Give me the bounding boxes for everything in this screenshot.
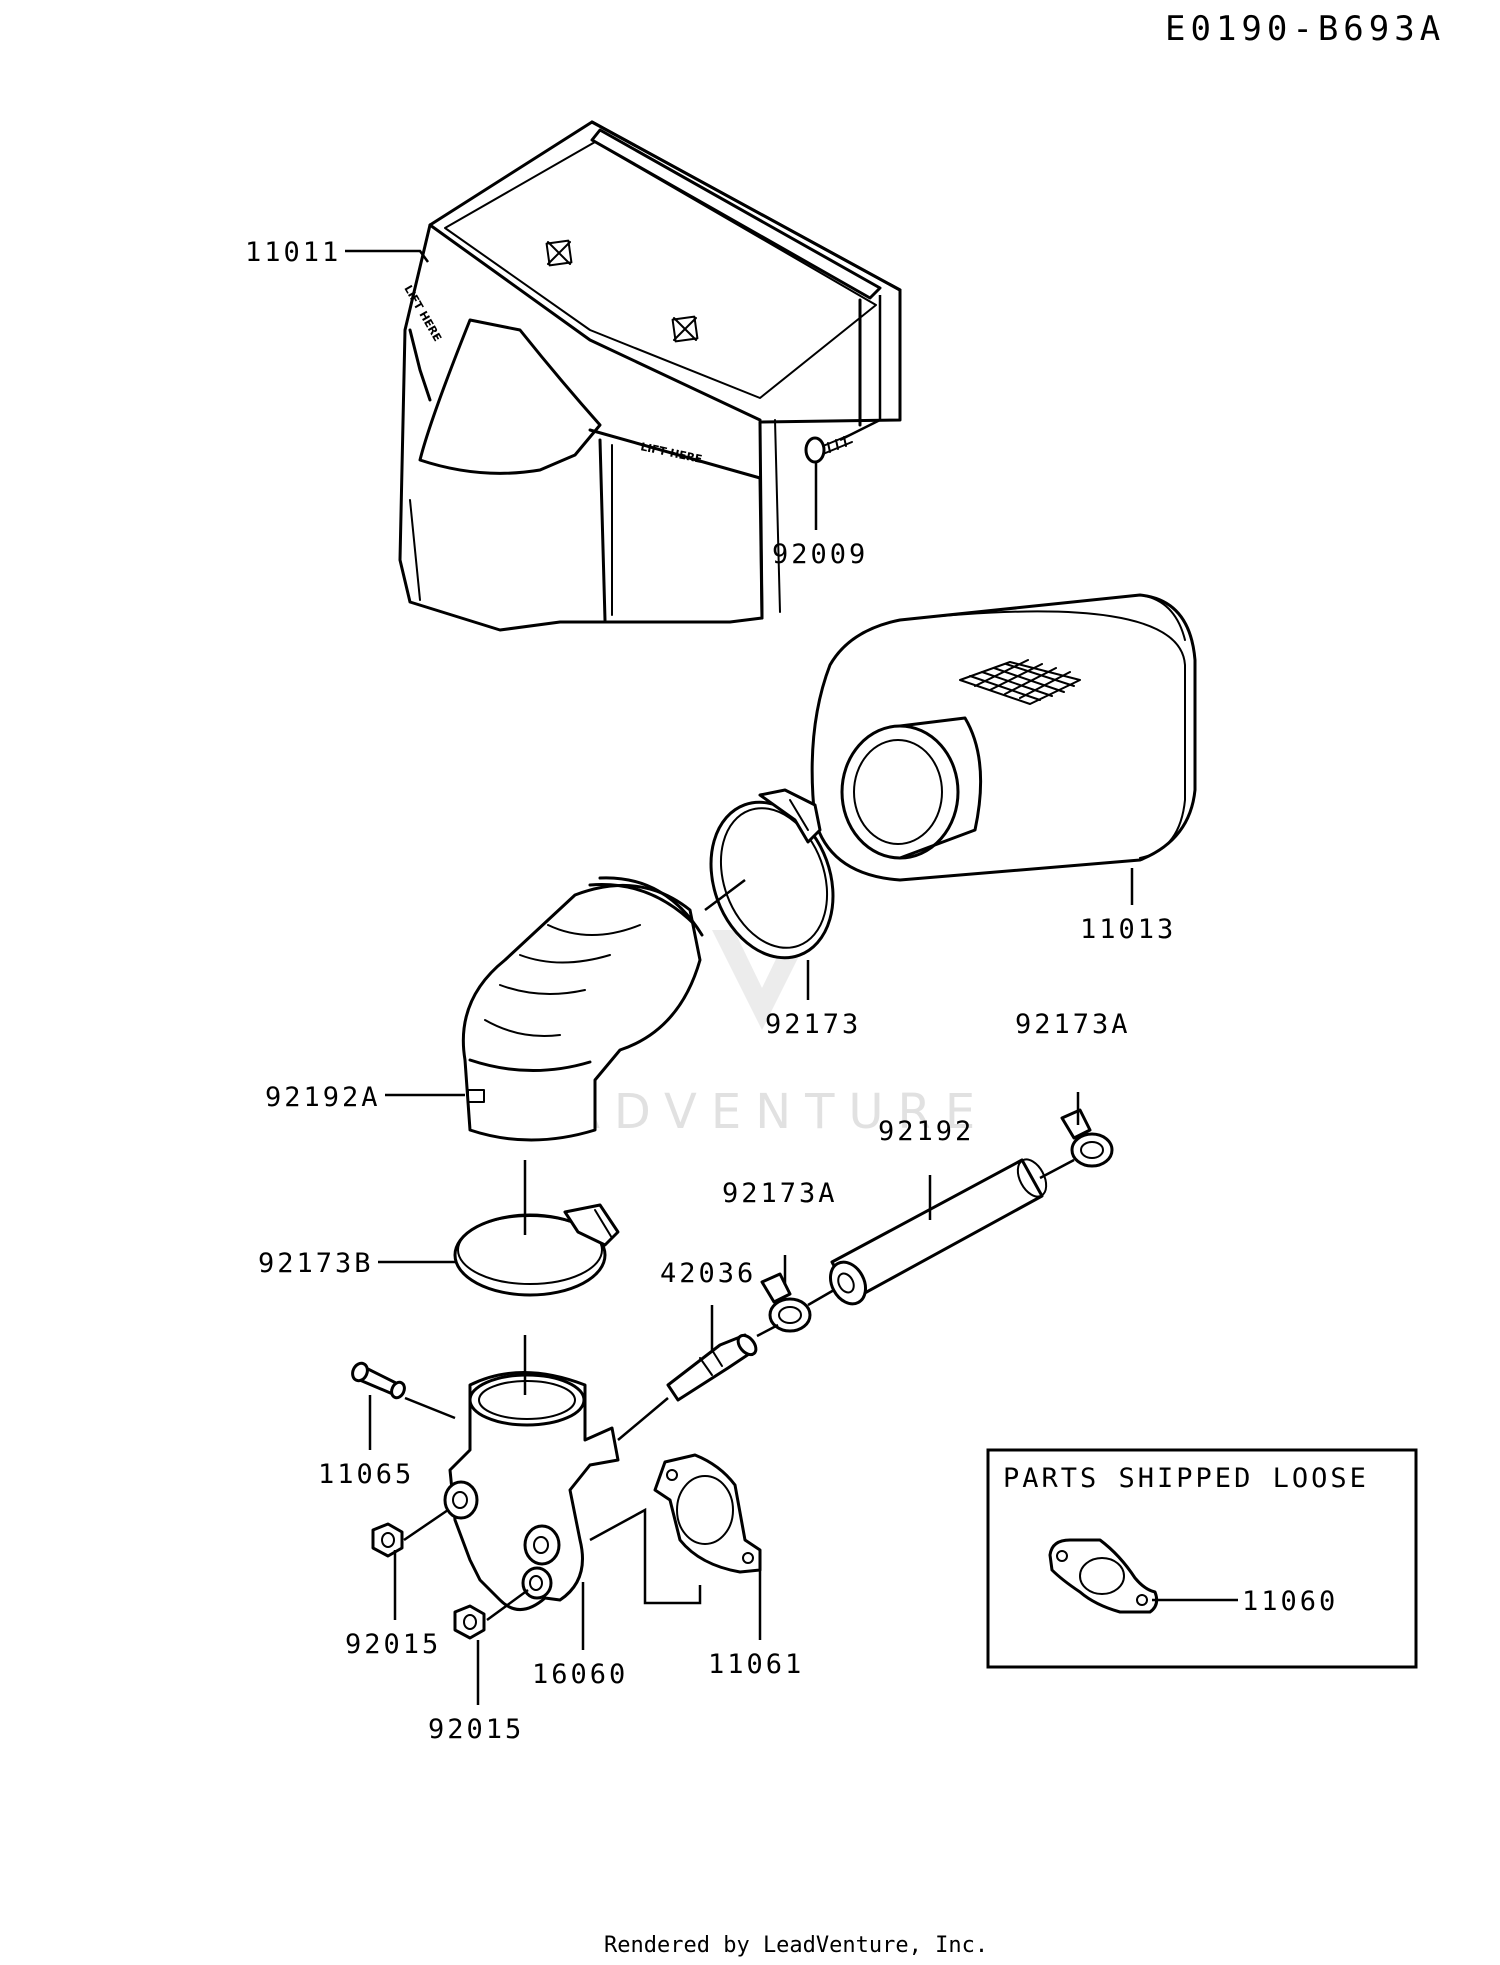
assembly-lines — [403, 295, 1075, 1622]
parts-shipped-loose-box: PARTS SHIPPED LOOSE 11060 — [986, 1448, 1418, 1669]
part-clamp-92173[interactable] — [690, 785, 854, 975]
part-air-filter-element[interactable] — [810, 593, 1197, 882]
part-air-cleaner-housing[interactable]: LIFT HERE LIFT HERE — [398, 120, 902, 632]
diagram-code: E0190-B693A — [1165, 9, 1445, 49]
label-92009[interactable]: 92009 — [772, 539, 868, 570]
part-intake-joint[interactable] — [443, 1371, 620, 1611]
label-42036[interactable]: 42036 — [660, 1258, 756, 1289]
footer-credit: Rendered by LeadVenture, Inc. — [604, 1933, 988, 1958]
label-92173[interactable]: 92173 — [765, 1009, 861, 1040]
part-clamp-92173B[interactable] — [453, 1203, 620, 1297]
label-11061[interactable]: 11061 — [708, 1649, 804, 1680]
label-92015-lower[interactable]: 92015 — [428, 1714, 524, 1745]
label-92173A-top[interactable]: 92173A — [1015, 1009, 1131, 1040]
part-clamp-92173A-lower[interactable] — [760, 1272, 812, 1333]
label-11060[interactable]: 11060 — [1242, 1586, 1338, 1617]
part-nut-lower[interactable] — [453, 1604, 486, 1640]
label-92173A-mid[interactable]: 92173A — [722, 1178, 838, 1209]
loose-box-title: PARTS SHIPPED LOOSE — [1003, 1463, 1369, 1494]
label-92192A[interactable]: 92192A — [265, 1082, 381, 1113]
part-hose-fitting[interactable] — [666, 1332, 759, 1402]
label-92173B[interactable]: 92173B — [258, 1248, 374, 1279]
label-11065[interactable]: 11065 — [318, 1459, 414, 1490]
part-loose-gasket[interactable] — [1048, 1538, 1159, 1614]
part-gasket[interactable] — [653, 1453, 762, 1574]
part-pin[interactable] — [350, 1361, 407, 1400]
label-11013[interactable]: 11013 — [1080, 914, 1176, 945]
label-92192[interactable]: 92192 — [878, 1116, 974, 1147]
part-clamp-92173A-upper[interactable] — [1060, 1108, 1114, 1168]
label-11011[interactable]: 11011 — [245, 237, 341, 268]
label-16060[interactable]: 16060 — [532, 1659, 628, 1690]
part-breather-hose[interactable] — [824, 1155, 1052, 1310]
part-intake-elbow-hose[interactable] — [461, 876, 704, 1142]
label-92015-upper[interactable]: 92015 — [345, 1629, 441, 1660]
leader-lines — [345, 249, 1134, 1705]
part-nut-upper[interactable] — [371, 1522, 404, 1558]
